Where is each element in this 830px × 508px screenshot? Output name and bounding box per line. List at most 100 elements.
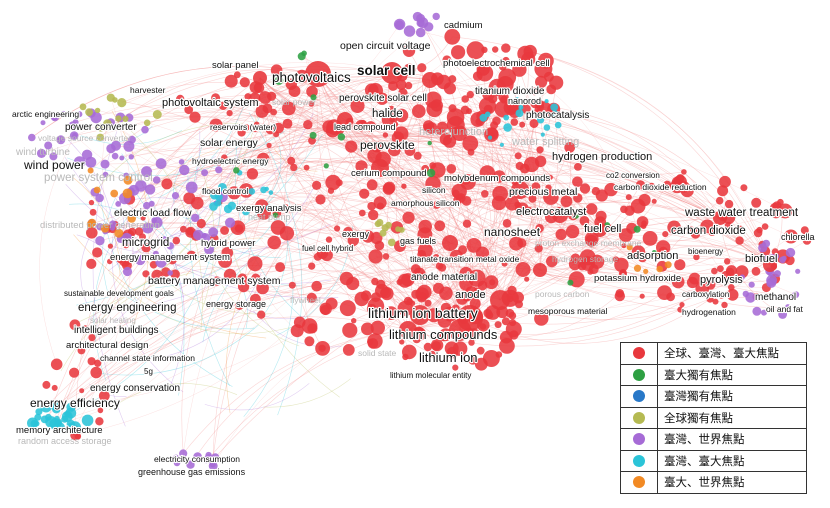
keyword-node[interactable] xyxy=(442,235,458,251)
keyword-label[interactable]: hydrogen production xyxy=(551,150,653,164)
keyword-node[interactable] xyxy=(721,301,728,309)
keyword-node[interactable] xyxy=(358,209,366,217)
keyword-node[interactable] xyxy=(127,214,136,223)
keyword-node[interactable] xyxy=(417,63,427,73)
keyword-node[interactable] xyxy=(535,75,548,88)
keyword-label[interactable]: titanium dioxide xyxy=(474,85,546,98)
keyword-node[interactable] xyxy=(117,98,127,108)
keyword-node[interactable] xyxy=(374,240,385,251)
keyword-node[interactable] xyxy=(45,416,57,428)
keyword-node[interactable] xyxy=(205,451,212,459)
keyword-node[interactable] xyxy=(233,167,240,174)
keyword-node[interactable] xyxy=(693,253,700,261)
keyword-node[interactable] xyxy=(417,250,427,259)
keyword-node[interactable] xyxy=(590,254,605,269)
keyword-node[interactable] xyxy=(633,225,641,233)
keyword-node[interactable] xyxy=(115,115,122,122)
keyword-node[interactable] xyxy=(512,62,527,77)
keyword-label[interactable]: hybrid power xyxy=(200,237,257,250)
keyword-node[interactable] xyxy=(642,231,658,246)
keyword-node[interactable] xyxy=(460,174,472,185)
keyword-node[interactable] xyxy=(515,109,524,118)
keyword-node[interactable] xyxy=(479,165,495,181)
keyword-node[interactable] xyxy=(237,128,246,137)
keyword-node[interactable] xyxy=(171,192,180,200)
keyword-node[interactable] xyxy=(315,194,326,205)
keyword-label[interactable]: photoelectrochemical cell xyxy=(442,57,551,70)
keyword-node[interactable] xyxy=(142,222,154,234)
keyword-node[interactable] xyxy=(51,114,58,121)
keyword-node[interactable] xyxy=(60,110,67,118)
keyword-node[interactable] xyxy=(586,226,593,233)
keyword-node[interactable] xyxy=(573,213,579,219)
keyword-node[interactable] xyxy=(795,268,801,274)
keyword-node[interactable] xyxy=(290,163,298,172)
keyword-node[interactable] xyxy=(452,341,468,357)
keyword-label[interactable]: lithium ion xyxy=(418,349,479,366)
keyword-node[interactable] xyxy=(636,180,645,190)
keyword-node[interactable] xyxy=(439,328,453,342)
keyword-node[interactable] xyxy=(215,158,223,166)
keyword-node[interactable] xyxy=(87,357,96,366)
keyword-node[interactable] xyxy=(537,116,545,124)
keyword-node[interactable] xyxy=(468,339,475,346)
keyword-node[interactable] xyxy=(711,267,718,275)
keyword-label[interactable]: flywheel xyxy=(290,295,321,305)
keyword-node[interactable] xyxy=(761,309,767,316)
keyword-node[interactable] xyxy=(543,124,551,131)
keyword-node[interactable] xyxy=(466,90,474,99)
keyword-node[interactable] xyxy=(534,244,543,253)
keyword-node[interactable] xyxy=(141,125,149,134)
keyword-node[interactable] xyxy=(355,160,368,173)
keyword-label[interactable]: nanorod xyxy=(507,95,542,107)
keyword-node[interactable] xyxy=(459,266,473,281)
keyword-node[interactable] xyxy=(88,199,95,206)
keyword-node[interactable] xyxy=(388,105,395,113)
keyword-node[interactable] xyxy=(534,311,549,326)
keyword-node[interactable] xyxy=(461,196,472,206)
keyword-node[interactable] xyxy=(368,249,383,264)
keyword-node[interactable] xyxy=(36,148,47,158)
keyword-node[interactable] xyxy=(411,289,421,299)
keyword-node[interactable] xyxy=(481,190,489,198)
keyword-node[interactable] xyxy=(258,91,272,104)
keyword-node[interactable] xyxy=(448,75,457,84)
keyword-node[interactable] xyxy=(227,201,237,210)
keyword-node[interactable] xyxy=(437,121,448,133)
keyword-node[interactable] xyxy=(424,91,442,109)
keyword-node[interactable] xyxy=(393,18,406,31)
keyword-node[interactable] xyxy=(432,200,441,209)
keyword-node[interactable] xyxy=(531,182,541,192)
keyword-node[interactable] xyxy=(57,136,63,143)
keyword-node[interactable] xyxy=(218,101,228,111)
keyword-node[interactable] xyxy=(141,166,153,178)
keyword-label[interactable]: solar panel xyxy=(211,59,260,72)
keyword-node[interactable] xyxy=(86,258,97,269)
keyword-label[interactable]: cerium compound xyxy=(350,167,428,180)
keyword-node[interactable] xyxy=(595,210,607,222)
keyword-node[interactable] xyxy=(373,196,387,210)
keyword-node[interactable] xyxy=(713,211,727,225)
keyword-node[interactable] xyxy=(724,258,731,265)
keyword-node[interactable] xyxy=(268,190,274,195)
keyword-node[interactable] xyxy=(266,142,272,148)
keyword-node[interactable] xyxy=(499,338,515,354)
keyword-node[interactable] xyxy=(221,154,228,161)
keyword-label[interactable]: solar energy xyxy=(199,136,260,150)
keyword-label[interactable]: lithium ion battery xyxy=(367,304,479,322)
keyword-node[interactable] xyxy=(225,217,236,228)
keyword-node[interactable] xyxy=(633,264,642,272)
keyword-node[interactable] xyxy=(785,255,795,266)
keyword-node[interactable] xyxy=(40,120,46,126)
keyword-node[interactable] xyxy=(451,45,466,60)
keyword-node[interactable] xyxy=(311,280,323,292)
keyword-node[interactable] xyxy=(381,224,389,232)
keyword-node[interactable] xyxy=(492,46,499,53)
keyword-node[interactable] xyxy=(306,292,317,303)
keyword-node[interactable] xyxy=(771,248,779,256)
keyword-node[interactable] xyxy=(474,357,488,371)
keyword-node[interactable] xyxy=(155,256,167,268)
keyword-node[interactable] xyxy=(724,199,734,209)
keyword-node[interactable] xyxy=(204,244,215,255)
keyword-node[interactable] xyxy=(89,208,97,216)
